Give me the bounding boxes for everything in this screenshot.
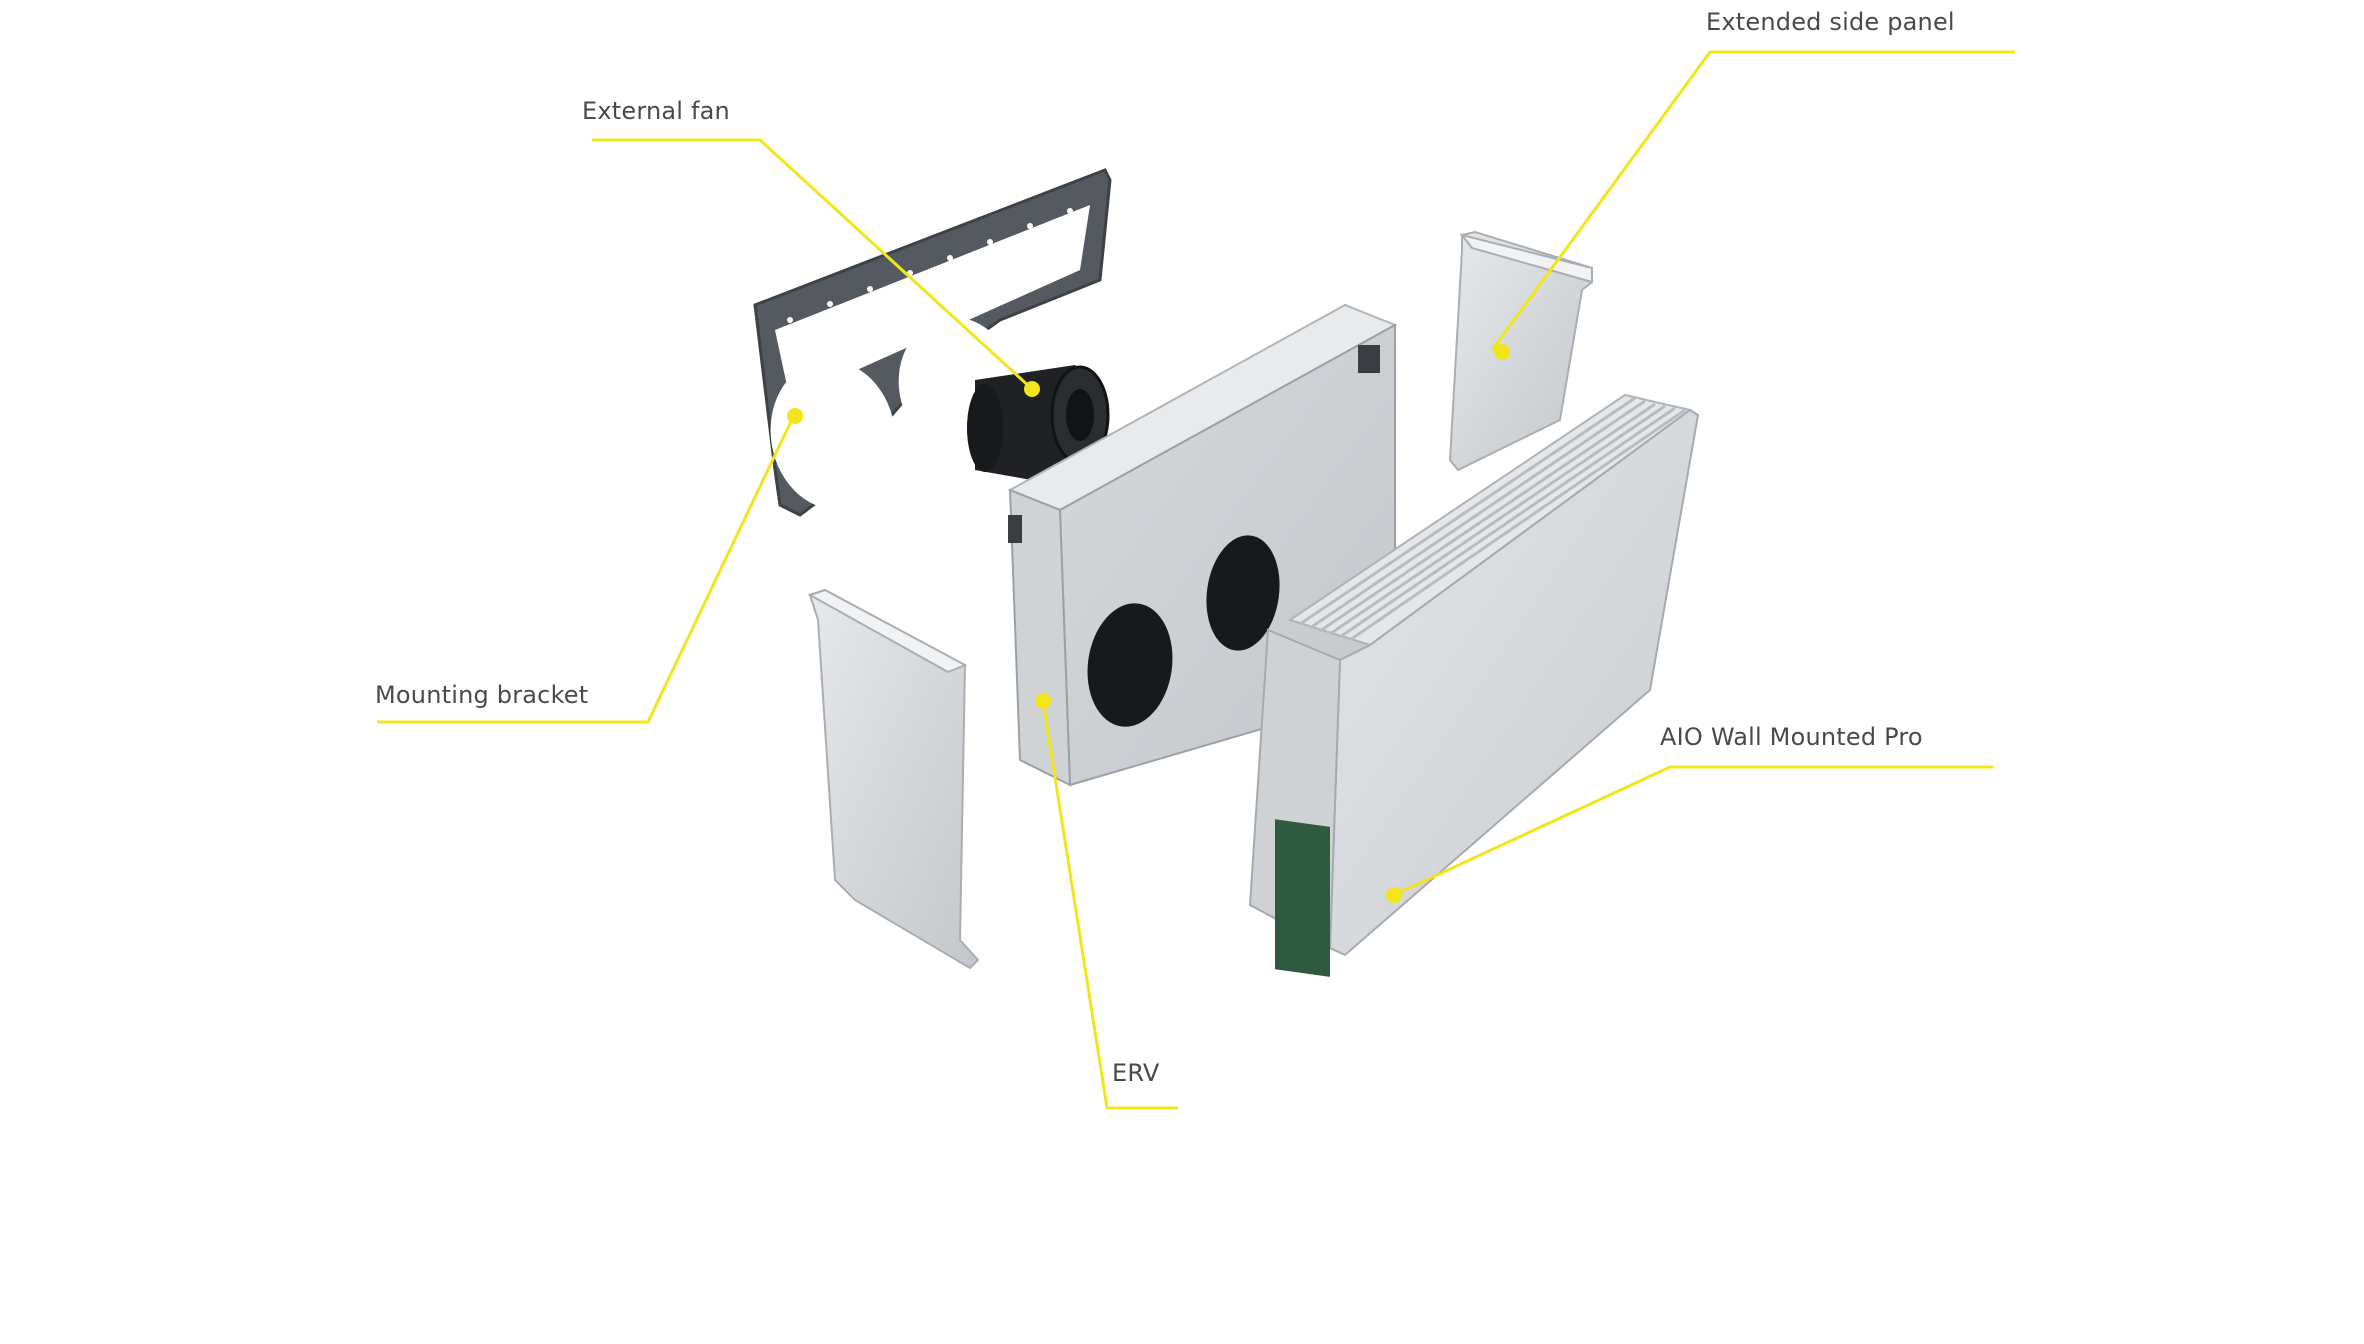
callout-line-erv bbox=[1041, 700, 1178, 1110]
callout-line-external-fan bbox=[592, 138, 1034, 391]
side-panel-part bbox=[807, 588, 980, 970]
label-aio-wall-mounted-pro: AIO Wall Mounted Pro bbox=[1660, 723, 1923, 751]
callout-lines bbox=[377, 50, 2015, 1110]
callout-dot-aio bbox=[1386, 887, 1402, 903]
callout-line-aio bbox=[1393, 765, 1993, 897]
callout-dots bbox=[787, 344, 1510, 903]
callout-line-side-panel bbox=[1490, 50, 2015, 351]
label-external-fan: External fan bbox=[582, 97, 730, 125]
callout-dot-erv bbox=[1035, 693, 1051, 709]
aio-unit-part bbox=[1248, 393, 1700, 977]
callout-dot-external-fan bbox=[1024, 381, 1040, 397]
label-mounting-bracket: Mounting bracket bbox=[375, 681, 589, 709]
callout-dot-mounting-bracket bbox=[787, 408, 803, 424]
extended-side-panel-part bbox=[1448, 230, 1593, 472]
callout-dot-side-panel bbox=[1494, 344, 1510, 360]
mounting-bracket-part bbox=[753, 168, 1112, 517]
label-erv: ERV bbox=[1112, 1059, 1160, 1087]
callout-line-mounting-bracket bbox=[377, 412, 797, 724]
label-extended-side-panel: Extended side panel bbox=[1706, 8, 1955, 36]
